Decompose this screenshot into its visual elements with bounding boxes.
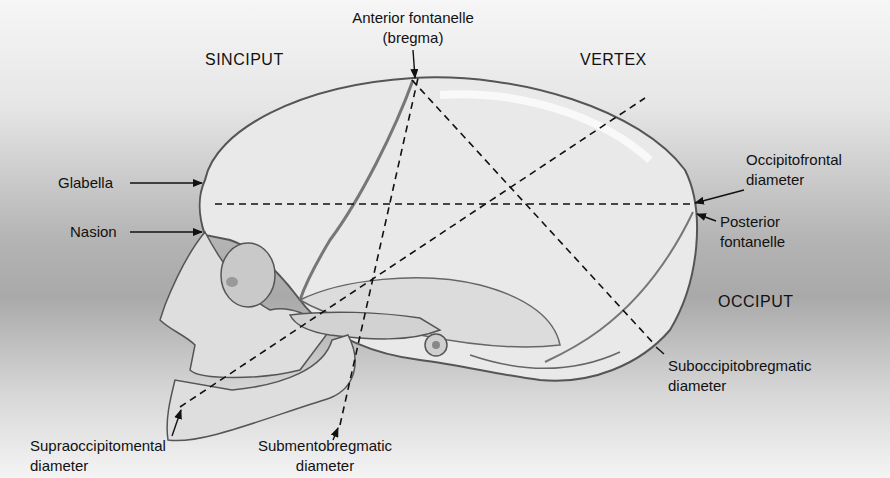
mandible bbox=[167, 335, 355, 441]
region-label: SINCIPUT bbox=[205, 50, 284, 70]
occipitofrontal-line bbox=[215, 203, 692, 205]
orbit bbox=[221, 243, 275, 307]
suboccipitobregmatic-line bbox=[412, 80, 655, 345]
landmark-label: Nasion bbox=[70, 222, 117, 242]
orbit-shadow bbox=[226, 277, 238, 287]
diameter-label: Suboccipitobregmatic diameter bbox=[668, 356, 848, 396]
region-label: VERTEX bbox=[580, 50, 647, 70]
leader-arrow bbox=[413, 50, 415, 78]
leader-arrow bbox=[695, 190, 744, 203]
fontanelle-label: Anterior fontanelle (bregma) bbox=[338, 8, 488, 48]
leader-arrow bbox=[130, 231, 202, 232]
leader-arrow bbox=[697, 214, 716, 221]
occipital-base bbox=[470, 352, 620, 369]
supraoccipitomental-line bbox=[180, 98, 645, 407]
leader-arrow bbox=[172, 410, 181, 436]
diameter-label: Submentobregmatic diameter bbox=[240, 436, 410, 476]
highlight bbox=[440, 94, 650, 160]
leader-arrow bbox=[130, 182, 202, 183]
landmark-label: Glabella bbox=[58, 173, 113, 193]
maxilla bbox=[160, 232, 330, 378]
diameter-label: Occipitofrontal diameter bbox=[746, 150, 876, 190]
ear-canal-inner bbox=[432, 341, 440, 349]
diameter-label: Supraoccipitomental diameter bbox=[30, 436, 200, 476]
coronal-suture bbox=[300, 80, 413, 300]
submentobregmatic-line bbox=[340, 78, 418, 425]
lambdoid-suture bbox=[545, 212, 693, 362]
leader-line bbox=[656, 347, 664, 354]
ear-canal bbox=[425, 334, 447, 356]
region-label: OCCIPUT bbox=[718, 292, 794, 312]
fontanelle-label: Posterior fontanelle bbox=[720, 212, 830, 252]
